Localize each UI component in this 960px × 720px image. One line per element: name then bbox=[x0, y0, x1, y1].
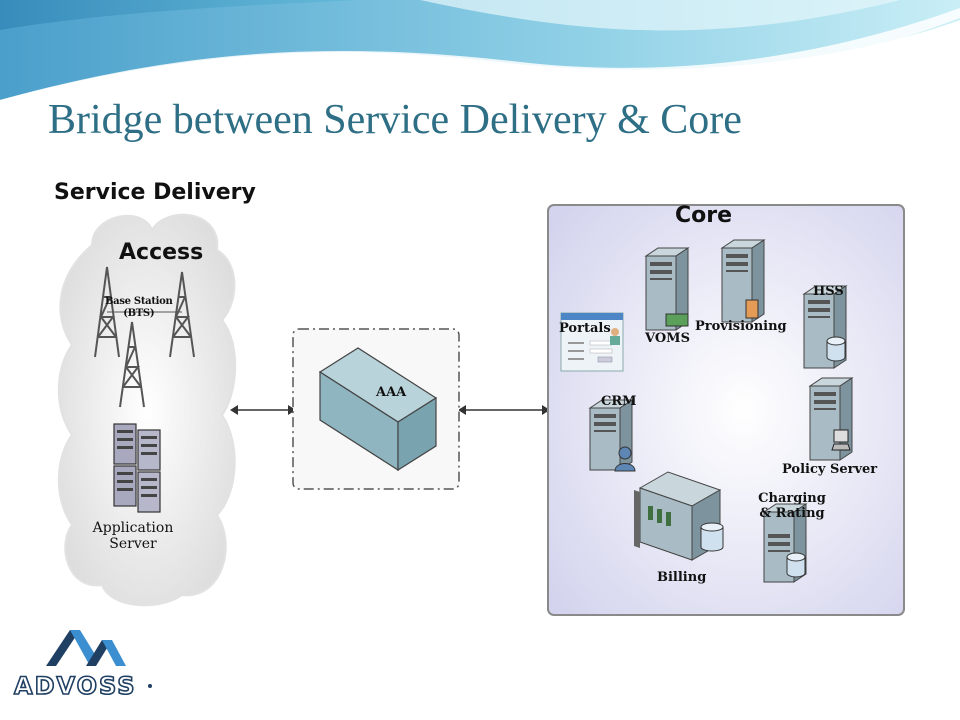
policy-server-label: Policy Server bbox=[782, 462, 878, 477]
hss-label: HSS bbox=[813, 284, 844, 299]
portals-screen-icon bbox=[560, 312, 624, 372]
access-heading: Access bbox=[119, 240, 204, 265]
application-server-label: Application Server bbox=[78, 520, 188, 552]
base-station-label: Base Station (BTS) bbox=[105, 296, 173, 319]
header-wave bbox=[0, 0, 960, 108]
service-delivery-heading: Service Delivery bbox=[54, 180, 256, 205]
charging-line2: & Rating bbox=[759, 505, 825, 521]
voms-label: VOMS bbox=[645, 331, 690, 346]
server-icon bbox=[808, 377, 854, 461]
charging-rating-label: Charging & Rating bbox=[752, 491, 832, 522]
arrow-both-icon bbox=[458, 405, 550, 415]
core-heading: Core bbox=[675, 203, 733, 228]
database-icon bbox=[786, 552, 806, 578]
portals-label: Portals bbox=[559, 321, 611, 336]
app-server-line1: Application bbox=[92, 520, 174, 536]
app-server-line2: Server bbox=[109, 536, 157, 553]
cube-icon bbox=[318, 347, 438, 472]
base-station-label-line1: Base Station bbox=[105, 296, 173, 307]
server-icon bbox=[720, 239, 766, 323]
server-icon bbox=[644, 247, 690, 331]
aaa-label: AAA bbox=[376, 385, 407, 400]
billing-label: Billing bbox=[657, 570, 707, 585]
database-icon bbox=[700, 522, 724, 552]
arrow-both-icon bbox=[230, 405, 296, 415]
tower-icon bbox=[94, 266, 195, 408]
advoss-logo: ADVOSS bbox=[13, 630, 152, 701]
base-station-label-line2: (BTS) bbox=[123, 307, 155, 319]
slide-title: Bridge between Service Delivery & Core bbox=[48, 97, 742, 143]
user-icon bbox=[614, 446, 636, 472]
database-icon bbox=[826, 336, 846, 362]
billing-server-icon bbox=[634, 471, 722, 561]
crm-label: CRM bbox=[601, 394, 637, 409]
server-rack-icon bbox=[113, 423, 161, 513]
provisioning-label: Provisioning bbox=[695, 319, 787, 334]
charging-line1: Charging bbox=[758, 491, 826, 506]
svg-text:ADVOSS: ADVOSS bbox=[14, 672, 137, 700]
